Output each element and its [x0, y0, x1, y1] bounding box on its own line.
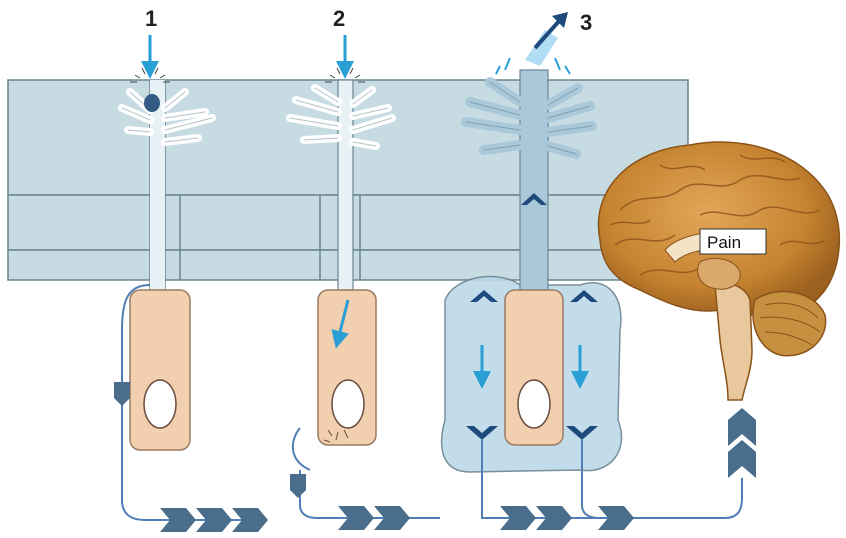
brain-illustration: Pain [598, 142, 839, 400]
pain-label: Pain [707, 233, 741, 252]
signal-chevron [114, 382, 130, 406]
signal-chevron-up [728, 440, 756, 478]
neuron-2-nerve-fiber [300, 470, 440, 518]
brain-stem [715, 283, 752, 400]
neuron-3-nucleus [518, 380, 550, 428]
neuron-1-nucleus [144, 380, 176, 428]
release-spray [525, 30, 558, 66]
neuron-1-receptor-dot [144, 94, 160, 112]
signal-chevrons [114, 382, 756, 532]
step-label-3: 3 [580, 10, 592, 35]
signal-chevron [290, 474, 306, 498]
neuron-2-nucleus [332, 380, 364, 428]
synapse-cup [293, 428, 310, 470]
brain-cerebellum [753, 292, 826, 356]
step-label-2: 2 [333, 6, 345, 31]
step-label-1: 1 [145, 6, 157, 31]
